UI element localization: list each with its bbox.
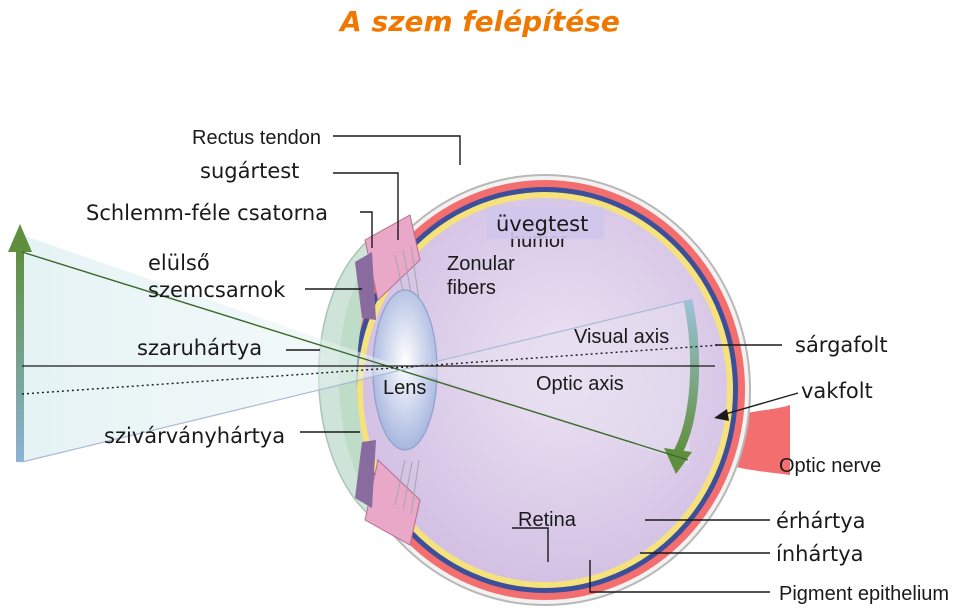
visual-axis-line [21,344,721,395]
page-title: A szem felépítése [338,5,620,38]
vakfolt-pointer [721,392,799,416]
ciliary-body-top [364,214,421,301]
iris-top [355,252,376,320]
label-inhartya: ínhártya [776,542,864,566]
label-visual-axis: Visual axis [574,326,669,348]
label-szivarvanyhartya: szivárványhártya [104,424,285,448]
uvegtest-box [487,207,604,239]
label-vakfolt: vakfolt [801,379,873,403]
label-zonular-2: fibers [447,277,496,299]
ray-line-top [21,251,689,461]
label-lens: Lens [383,377,426,399]
leader-lines [286,135,782,593]
vakfolt-pointer-head [714,409,729,421]
ciliary-body-bottom [364,459,421,546]
label-uvegtest: üvegtest [496,212,588,236]
label-erhartya: érhártya [776,509,866,533]
label-elulso-1: elülső [148,251,210,275]
label-optic-nerve: Optic nerve [779,455,881,477]
label-pigment-epithelium: Pigment epithelium [779,583,949,605]
label-schlemm: Schlemm-féle csatorna [86,201,328,225]
iris-bottom [355,440,376,508]
ray-line-bottom [21,299,691,463]
label-zonular-1: Zonular [447,253,515,275]
object-arrow-head [8,224,32,252]
light-beam [22,235,405,462]
object-arrow [16,250,24,462]
label-szaruhartya: szaruhártya [137,336,262,360]
image-arrow [673,299,700,455]
label-optic-axis: Optic axis [536,373,624,395]
label-sargafolt: sárgafolt [795,333,888,357]
zonular-fibers [394,245,420,515]
anterior-chamber [338,245,392,510]
light-beam-inner [405,300,690,465]
label-elulso-2: szemcsarnok [148,278,286,302]
label-retina: Retina [518,509,577,531]
label-rectus-tendon: Rectus tendon [192,127,321,149]
label-sugartest: sugártest [200,159,299,183]
